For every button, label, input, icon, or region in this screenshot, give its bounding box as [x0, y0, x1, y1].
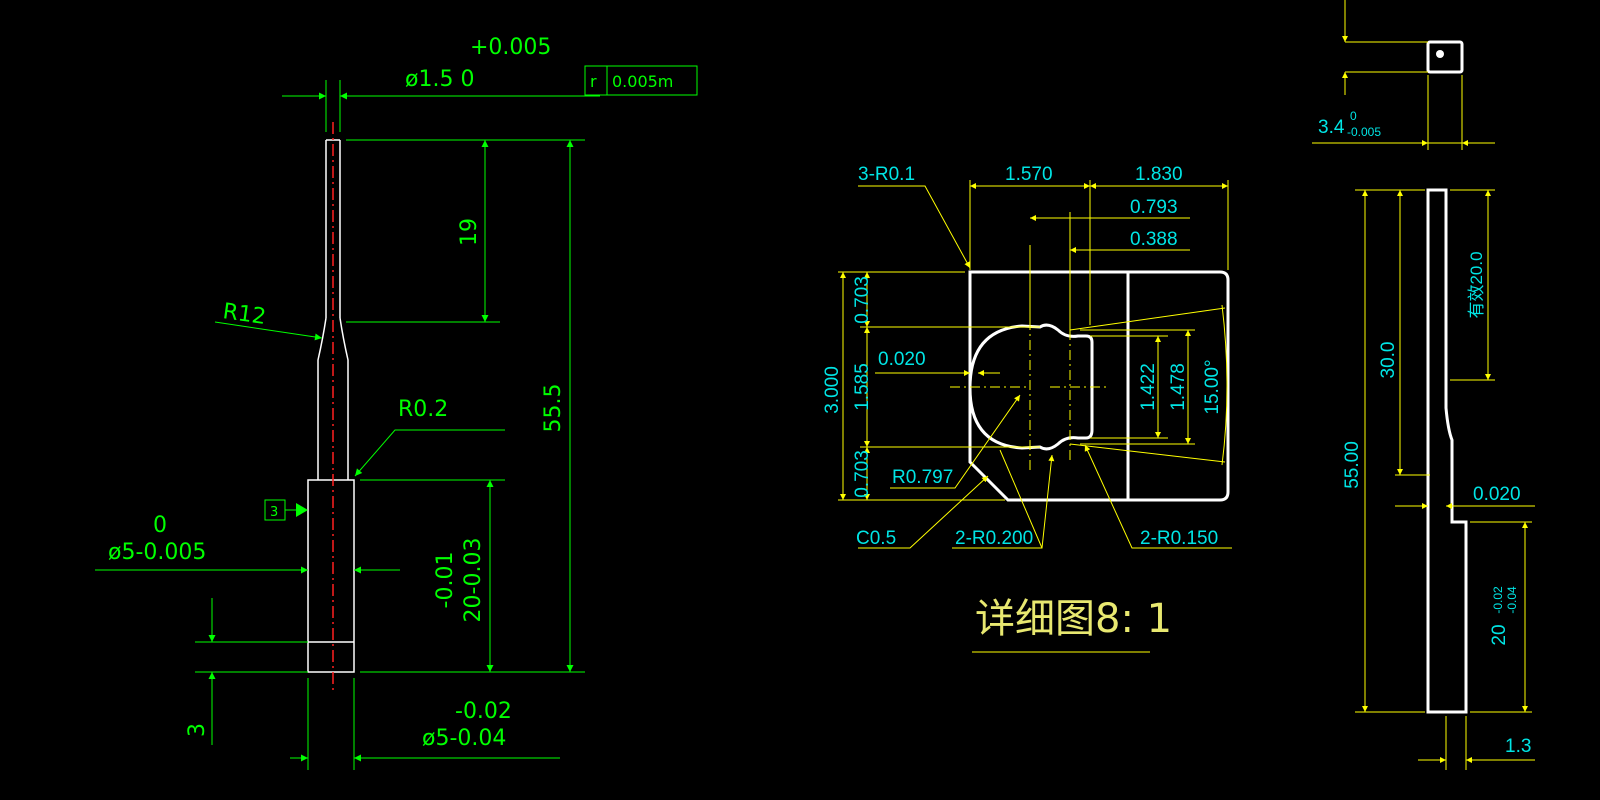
dim-dia-top: +0.005 ø1.5 0 r 0.005m [282, 35, 698, 132]
d0020: 0.020 [878, 349, 926, 370]
d3-4-tol-low: -0.005 [1347, 125, 1381, 139]
detail-title-text: 详细图8: 1 [975, 596, 1172, 642]
dim-3: 3 [185, 598, 308, 745]
leader-r0-2: R0.2 [354, 397, 505, 477]
dia5-tol-upper: 0 [153, 513, 167, 538]
dim-eff20: 有效20.0 [1450, 189, 1495, 381]
d1-3: 1.3 [1505, 736, 1531, 757]
dim-19-text: 19 [457, 218, 482, 246]
datum-text: 3 [270, 505, 278, 520]
dim-0020-right: 0.020 [1395, 484, 1535, 509]
leader-r12: R12 [214, 299, 323, 341]
right-view: 3.4 0 -0.005 55.00 30.0 [1312, 0, 1535, 770]
r12-text: R12 [221, 299, 267, 330]
d3-4: 3.4 [1318, 117, 1345, 138]
r0797: R0.797 [892, 467, 953, 488]
d0020-right: 0.020 [1473, 484, 1521, 505]
pin-outline [307, 139, 355, 673]
dia5b-label: ø5-0.04 [422, 726, 506, 751]
d55: 55.00 [1342, 441, 1363, 489]
left-view: +0.005 ø1.5 0 r 0.005m 19 55.5 R12 [95, 35, 698, 770]
leader-3-r0-1: 3-R0.1 [858, 164, 971, 269]
d1830: 1.830 [1135, 164, 1183, 185]
d0703-top: 0.703 [852, 276, 873, 324]
dia5b-tol: -0.02 [455, 699, 512, 724]
d1478: 1.478 [1168, 363, 1189, 411]
r0200: 2-R0.200 [955, 528, 1033, 549]
dim-19: 19 [346, 139, 585, 323]
len20-label: 20-0.03 [461, 538, 486, 623]
len20-tol: -0.01 [433, 552, 458, 609]
dim-55-5: 55.5 [360, 140, 585, 673]
d0793: 0.793 [1130, 197, 1178, 218]
detail-view: 1.570 1.830 0.793 0.388 3-R0.1 3.000 0.7… [822, 164, 1232, 653]
d20-tol-low: -0.04 [1505, 586, 1519, 614]
r0-2-text: R0.2 [398, 397, 448, 422]
dim-dia5-upper: 0 ø5-0.005 [95, 513, 400, 574]
d3000: 3.000 [822, 366, 843, 414]
dia-top-label: ø1.5 0 [405, 67, 474, 92]
d20-eff: 有效20.0 [1467, 251, 1486, 318]
d20-tol-up: -0.02 [1491, 586, 1505, 614]
d3-4-tol-up: 0 [1350, 109, 1357, 123]
right-profile-outline [1426, 188, 1468, 714]
r0-1-text: 3-R0.1 [858, 164, 915, 185]
frame-value: 0.005m [612, 72, 673, 91]
d20: 20 [1489, 624, 1510, 645]
detail-title: 详细图8: 1 [972, 596, 1172, 653]
dim-30: 30.0 [1378, 190, 1430, 476]
d30: 30.0 [1378, 342, 1399, 379]
detail-outline [968, 270, 1230, 502]
dim-len20: -0.01 20-0.03 [360, 479, 505, 672]
detail-right-dims: 1.422 1.478 15.00° [1069, 304, 1228, 466]
d1422: 1.422 [1138, 363, 1159, 411]
d0388: 0.388 [1130, 229, 1178, 250]
dia5-label: ø5-0.005 [108, 540, 206, 565]
right-top-view: 3.4 0 -0.005 [1312, 0, 1495, 150]
dim-55-00: 55.00 [1342, 189, 1425, 713]
dim-3-text: 3 [185, 723, 210, 737]
c05: C0.5 [856, 528, 896, 549]
dim-55-5-text: 55.5 [541, 384, 566, 433]
d1570: 1.570 [1005, 164, 1053, 185]
dim-dia5-lower: -0.02 ø5-0.04 [290, 678, 560, 770]
d0703-bottom: 0.703 [852, 450, 873, 498]
datum-marker: 3 [264, 499, 308, 521]
r0150: 2-R0.150 [1140, 528, 1218, 549]
detail-left-dims: 3.000 0.703 1.585 0.703 0.020 [822, 271, 1040, 501]
dim-20-tol: 20 -0.02 -0.04 [1470, 521, 1532, 713]
frame-symbol: r [590, 72, 597, 91]
dia-top-tolerance: +0.005 [470, 35, 551, 60]
dim-1-3: 1.3 [1418, 716, 1535, 770]
detail-top-dims: 1.570 1.830 0.793 0.388 [969, 164, 1229, 330]
detail-bottom-leaders: R0.797 C0.5 2-R0.200 2-R0.150 [856, 394, 1232, 549]
d1585: 1.585 [852, 363, 873, 411]
d15deg: 15.00° [1202, 359, 1223, 414]
